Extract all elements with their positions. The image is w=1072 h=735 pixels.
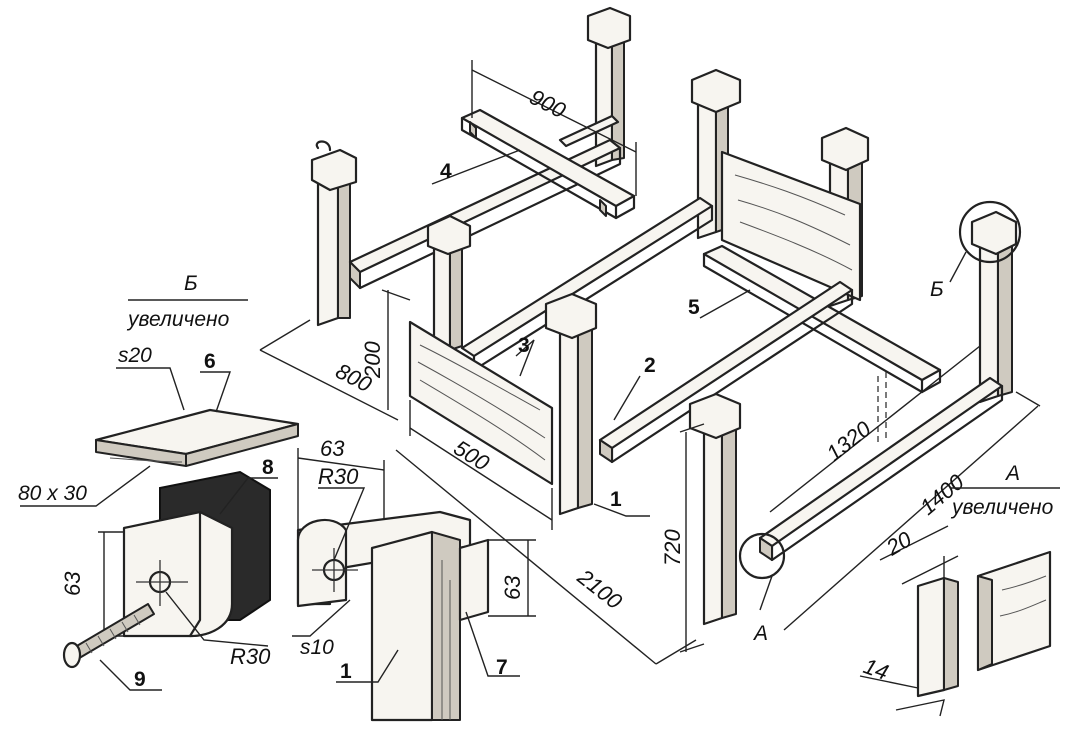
detail-a-joint <box>916 550 1052 698</box>
detail-a-letter: А <box>1004 462 1020 485</box>
part-9-bolt <box>62 603 155 669</box>
callout-b-marker: Б <box>930 278 944 301</box>
dim-1320: 1320 <box>822 416 877 466</box>
post-back-left <box>310 140 358 327</box>
dim-200: 200 <box>360 341 385 379</box>
post-centre-left <box>426 214 472 358</box>
part-label-8: 8 <box>262 456 274 479</box>
dim-80x30: 80 x 30 <box>18 482 87 505</box>
part-label-1-detail: 1 <box>340 660 352 683</box>
post-front-right <box>688 392 742 626</box>
part-6-plate <box>94 408 300 467</box>
part-1-post-front <box>544 292 598 516</box>
part-label-3: 3 <box>518 334 530 357</box>
detail-a-enlarged: увеличено <box>950 496 1054 519</box>
part-label-4: 4 <box>440 160 452 183</box>
detail-b-letter: Б <box>184 272 198 295</box>
dim-14: 14 <box>860 653 892 685</box>
dim-s10: s10 <box>300 636 334 659</box>
detail-post-plate <box>296 510 490 722</box>
dim-20: 20 <box>881 526 916 561</box>
dim-r30-top: R30 <box>318 464 359 489</box>
part-label-1-main: 1 <box>610 488 622 511</box>
part-8-clamp-block <box>122 470 271 638</box>
dim-63-top: 63 <box>320 436 345 461</box>
dim-63-right: 63 <box>500 575 525 600</box>
rail-left-long <box>348 138 622 290</box>
part-label-7: 7 <box>496 656 508 679</box>
part-label-9: 9 <box>134 668 146 691</box>
callout-a-marker: А <box>752 622 768 645</box>
back-panel <box>720 150 862 302</box>
part-label-6: 6 <box>204 350 216 373</box>
dim-63-left: 63 <box>60 571 85 596</box>
right-side-frame <box>758 210 1018 562</box>
part-3-front-board <box>408 320 554 486</box>
callout-circle-b <box>958 200 1022 264</box>
callout-circle-a <box>738 532 786 580</box>
dim-r30-bottom: R30 <box>230 644 271 669</box>
part-2-rail <box>598 280 854 464</box>
dim-900: 900 <box>526 84 571 123</box>
part-label-5: 5 <box>688 296 700 319</box>
dim-s20: s20 <box>118 344 152 367</box>
dim-2100: 2100 <box>572 564 627 615</box>
detail-b-enlarged: увеличено <box>126 308 230 331</box>
dim-720: 720 <box>660 529 685 566</box>
part-4-cross-beam <box>460 108 636 220</box>
part-label-2: 2 <box>644 354 656 377</box>
